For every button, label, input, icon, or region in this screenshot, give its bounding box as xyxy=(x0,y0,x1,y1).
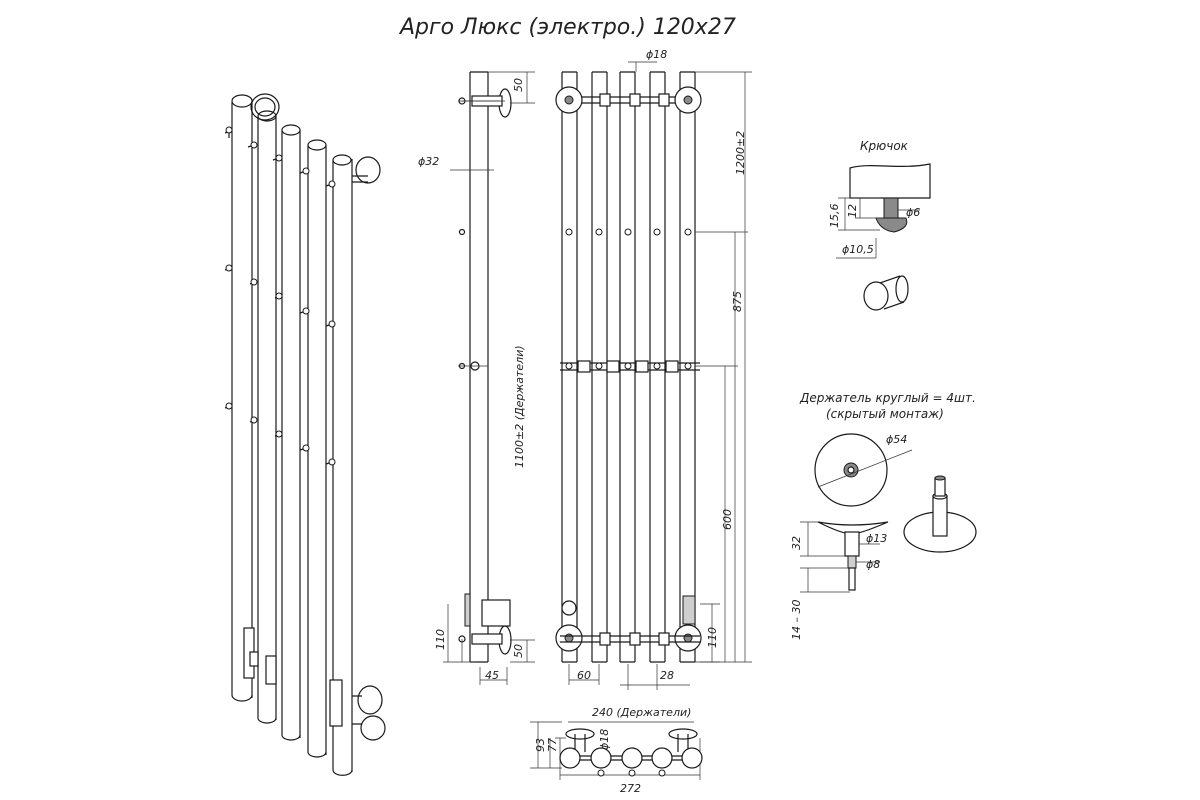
dim-holder-diameter: ϕ32 xyxy=(418,155,439,168)
dim-bottom-holders-width: 240 (Держатели) xyxy=(592,706,691,719)
dim-50-top: 50 xyxy=(512,78,525,92)
dim-50-bottom: 50 xyxy=(512,644,525,658)
hook-title: Крючок xyxy=(860,139,909,153)
perspective-pipe-2 xyxy=(257,110,277,724)
drawing-title: Арго Люкс (электро.) 120х27 xyxy=(398,15,736,40)
dim-holder-span: 1100±2 (Держатели) xyxy=(513,345,526,468)
holder-dim-13: ϕ13 xyxy=(866,532,887,545)
dim-272: 272 xyxy=(620,782,641,795)
holder-title-line1: Держатель круглый = 4шт. xyxy=(799,391,976,405)
holder-dim-8: ϕ8 xyxy=(866,558,880,571)
front-pipe-4 xyxy=(649,71,666,663)
dim-93: 93 xyxy=(534,738,547,752)
hook-dim-15-6: 15,6 xyxy=(828,204,841,229)
dim-60: 60 xyxy=(577,669,591,682)
holder-title-line2: (скрытый монтаж) xyxy=(826,407,944,421)
holder-detail xyxy=(800,433,977,593)
dim-28: 28 xyxy=(660,669,674,682)
dim-77: 77 xyxy=(546,738,559,752)
holder-dim-54: ϕ54 xyxy=(886,433,907,446)
perspective-pipe-3 xyxy=(281,124,301,741)
dim-110-left: 110 xyxy=(434,629,447,650)
front-pipe-5 xyxy=(679,71,696,663)
front-pipe-3 xyxy=(619,71,636,663)
perspective-pipe-4 xyxy=(307,139,327,758)
perspective-view xyxy=(224,93,386,776)
dim-height-total: 1200±2 xyxy=(734,131,747,175)
side-view xyxy=(443,71,535,685)
dim-bottom-pipe-diameter: ϕ18 xyxy=(598,729,611,750)
dim-875: 875 xyxy=(731,291,744,312)
hook-dim-12: 12 xyxy=(846,204,859,218)
dim-pipe-diameter: ϕ18 xyxy=(646,48,667,61)
hook-detail xyxy=(836,163,931,311)
holder-dim-14-30: 14 – 30 xyxy=(790,600,803,641)
front-pipe-1 xyxy=(561,71,578,663)
dim-45: 45 xyxy=(485,669,499,682)
hook-dim-6: ϕ6 xyxy=(906,206,920,219)
top-view xyxy=(530,721,703,780)
holder-dim-32: 32 xyxy=(790,536,803,550)
perspective-pipe-1 xyxy=(231,94,253,702)
dim-600: 600 xyxy=(721,509,734,530)
dim-110-right: 110 xyxy=(706,627,719,648)
front-view xyxy=(555,61,752,690)
hook-dim-10-5: ϕ10,5 xyxy=(842,243,874,256)
